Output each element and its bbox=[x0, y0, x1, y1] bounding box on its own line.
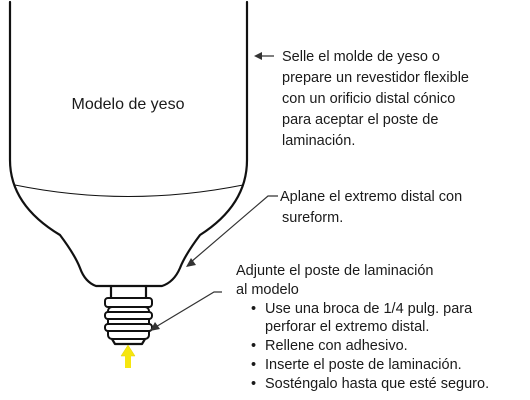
laminating-post bbox=[104, 284, 153, 346]
callout-flatten: Aplane el extremo distal con sureform. bbox=[186, 189, 462, 267]
callout-attach-line: Adjunte el poste de laminación bbox=[236, 263, 434, 279]
bullet-dot: • bbox=[251, 376, 256, 392]
callout-seal: Selle el molde de yeso o prepare un reve… bbox=[254, 49, 469, 149]
bullet-item: Rellene con adhesivo. bbox=[265, 338, 408, 354]
callout-attach-arrowhead bbox=[150, 322, 160, 331]
flattened-end-line bbox=[14, 184, 244, 198]
arrow-left-icon bbox=[254, 52, 262, 60]
post-bottom-band bbox=[104, 323, 153, 332]
callout-attach-leader bbox=[153, 291, 222, 329]
bullet-item: Sosténgalo hasta que esté seguro. bbox=[265, 376, 489, 392]
post-tip bbox=[110, 337, 147, 346]
callout-seal-line: con un orificio distal cónico bbox=[282, 91, 455, 107]
arrow-up-head bbox=[120, 344, 136, 357]
callout-seal-line: Selle el molde de yeso o bbox=[282, 49, 440, 65]
post-top-band bbox=[104, 311, 153, 320]
arrow-up-icon bbox=[120, 344, 136, 368]
bullet-item-continuation: perforar el extremo distal. bbox=[265, 319, 429, 335]
plaster-model bbox=[8, 0, 249, 288]
callout-flatten-leader bbox=[190, 195, 278, 263]
post-neck bbox=[109, 284, 148, 300]
callout-attach: Adjunte el poste de laminación al modelo… bbox=[150, 263, 489, 392]
bullet-item: Inserte el poste de laminación. bbox=[265, 357, 462, 373]
callout-seal-line: laminación. bbox=[282, 133, 355, 149]
bullet-item: Use una broca de 1/4 pulg. para bbox=[265, 301, 473, 317]
bullet-dot: • bbox=[251, 301, 256, 317]
model-label: Modelo de yeso bbox=[72, 96, 185, 113]
callout-seal-line: para aceptar el poste de bbox=[282, 112, 438, 128]
callout-flatten-line: sureform. bbox=[282, 210, 343, 226]
callout-flatten-arrowhead bbox=[186, 258, 196, 267]
bullet-dot: • bbox=[251, 357, 256, 373]
callout-attach-line: al modelo bbox=[236, 282, 299, 298]
model-outline bbox=[8, 0, 249, 288]
callout-flatten-line: Aplane el extremo distal con bbox=[280, 189, 462, 205]
callout-seal-line: prepare un revestidor flexible bbox=[282, 70, 469, 86]
bullet-dot: • bbox=[251, 338, 256, 354]
arrow-up-shaft bbox=[125, 355, 131, 368]
post-collar bbox=[104, 297, 153, 308]
